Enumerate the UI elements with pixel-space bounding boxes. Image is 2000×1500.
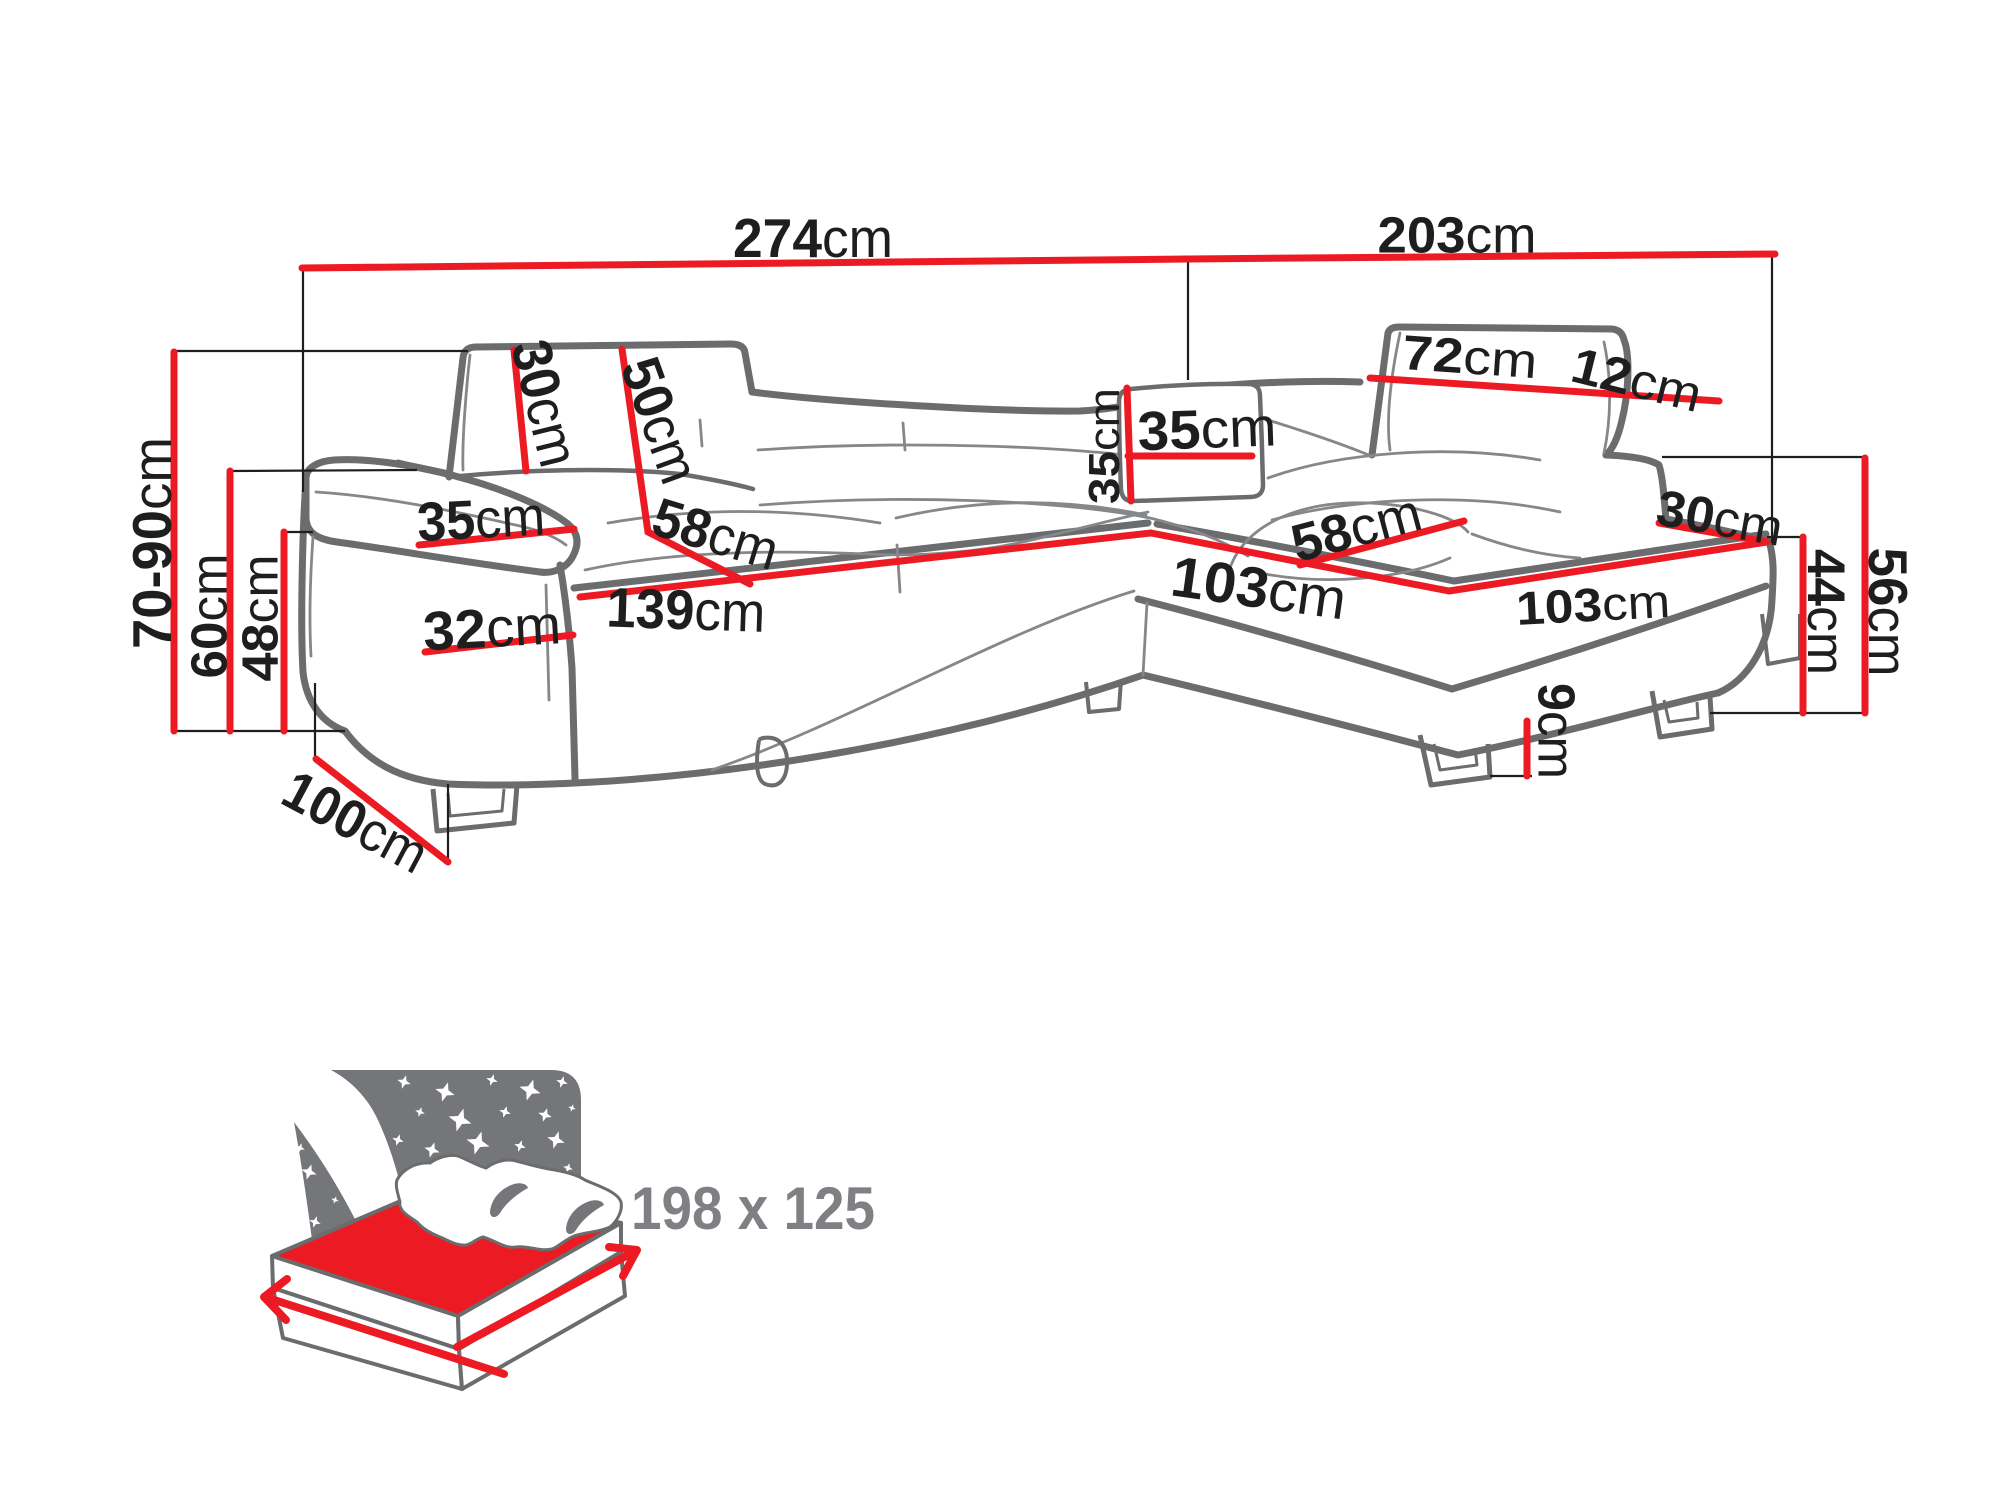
svg-text:103cm: 103cm (1515, 574, 1672, 635)
svg-text:30cm: 30cm (499, 333, 591, 472)
svg-text:35cm: 35cm (1080, 388, 1129, 504)
svg-text:35cm: 35cm (416, 484, 547, 553)
svg-text:44cm: 44cm (1796, 549, 1855, 675)
svg-text:274cm: 274cm (733, 207, 893, 269)
svg-text:139cm: 139cm (605, 575, 766, 644)
svg-text:56cm: 56cm (1857, 548, 1919, 677)
svg-text:203cm: 203cm (1378, 206, 1537, 263)
svg-text:103cm: 103cm (1167, 545, 1350, 633)
svg-text:72cm: 72cm (1401, 326, 1539, 389)
svg-text:198 x 125: 198 x 125 (631, 1175, 875, 1242)
svg-text:60cm: 60cm (180, 554, 237, 679)
svg-text:9cm: 9cm (1526, 683, 1584, 779)
svg-text:70-90cm: 70-90cm (121, 437, 183, 649)
svg-text:35cm: 35cm (1136, 395, 1277, 462)
svg-text:30cm: 30cm (1652, 479, 1787, 557)
svg-text:48cm: 48cm (231, 555, 288, 682)
svg-text:32cm: 32cm (422, 593, 563, 662)
